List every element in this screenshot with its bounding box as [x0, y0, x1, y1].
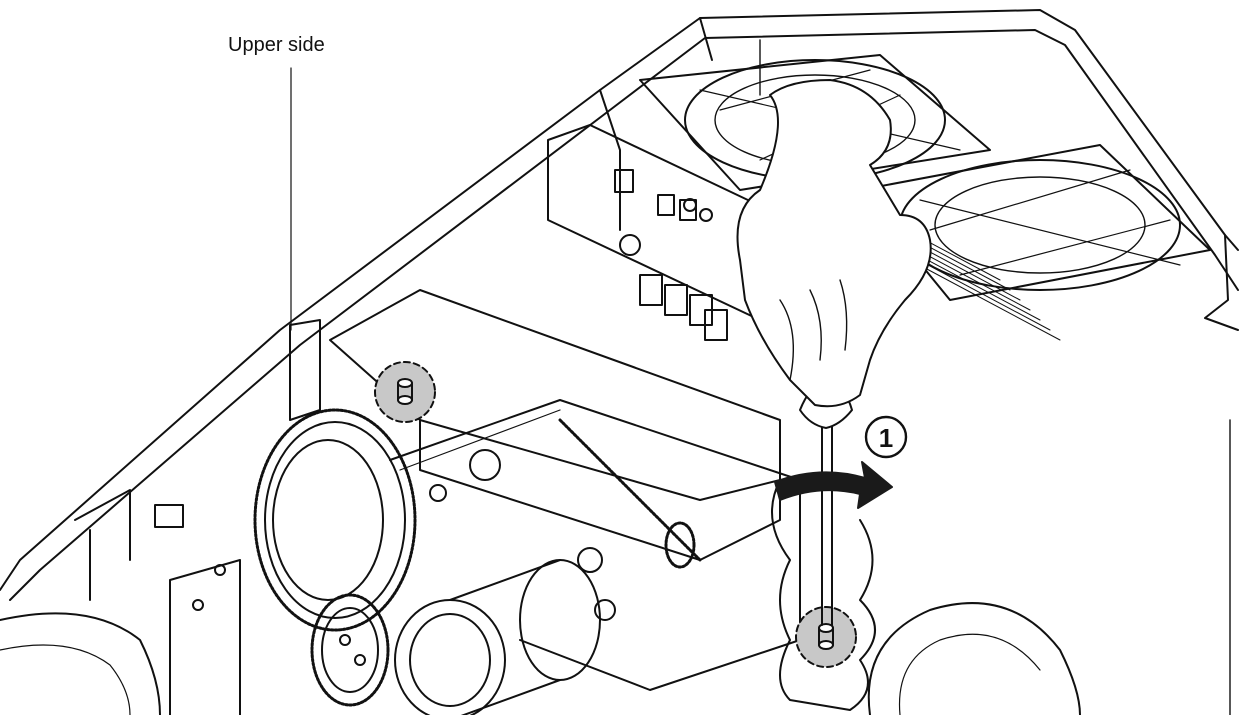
step-marker: 1	[864, 415, 908, 459]
left-panel	[74, 319, 321, 715]
optical-frame	[329, 289, 801, 691]
screw-highlight-lower	[795, 606, 857, 668]
screw-highlight-upper	[374, 361, 436, 423]
side-gear	[558, 418, 702, 569]
lens-cylinder	[394, 559, 601, 715]
rotation-arrow-icon	[774, 461, 893, 509]
screwdriver-outline	[771, 479, 876, 711]
right-bumper	[867, 602, 1081, 715]
callout-label-upper-side: Upper side	[228, 34, 325, 56]
left-bumper	[0, 612, 161, 715]
step-number: 1	[879, 423, 893, 453]
housing-outline	[0, 9, 1239, 715]
screwdriver-icon	[799, 379, 853, 626]
hand-icon	[736, 79, 932, 408]
screw-icon	[397, 378, 413, 405]
small-gear	[310, 593, 390, 707]
screw-icon	[818, 623, 834, 650]
large-gear	[253, 408, 417, 632]
